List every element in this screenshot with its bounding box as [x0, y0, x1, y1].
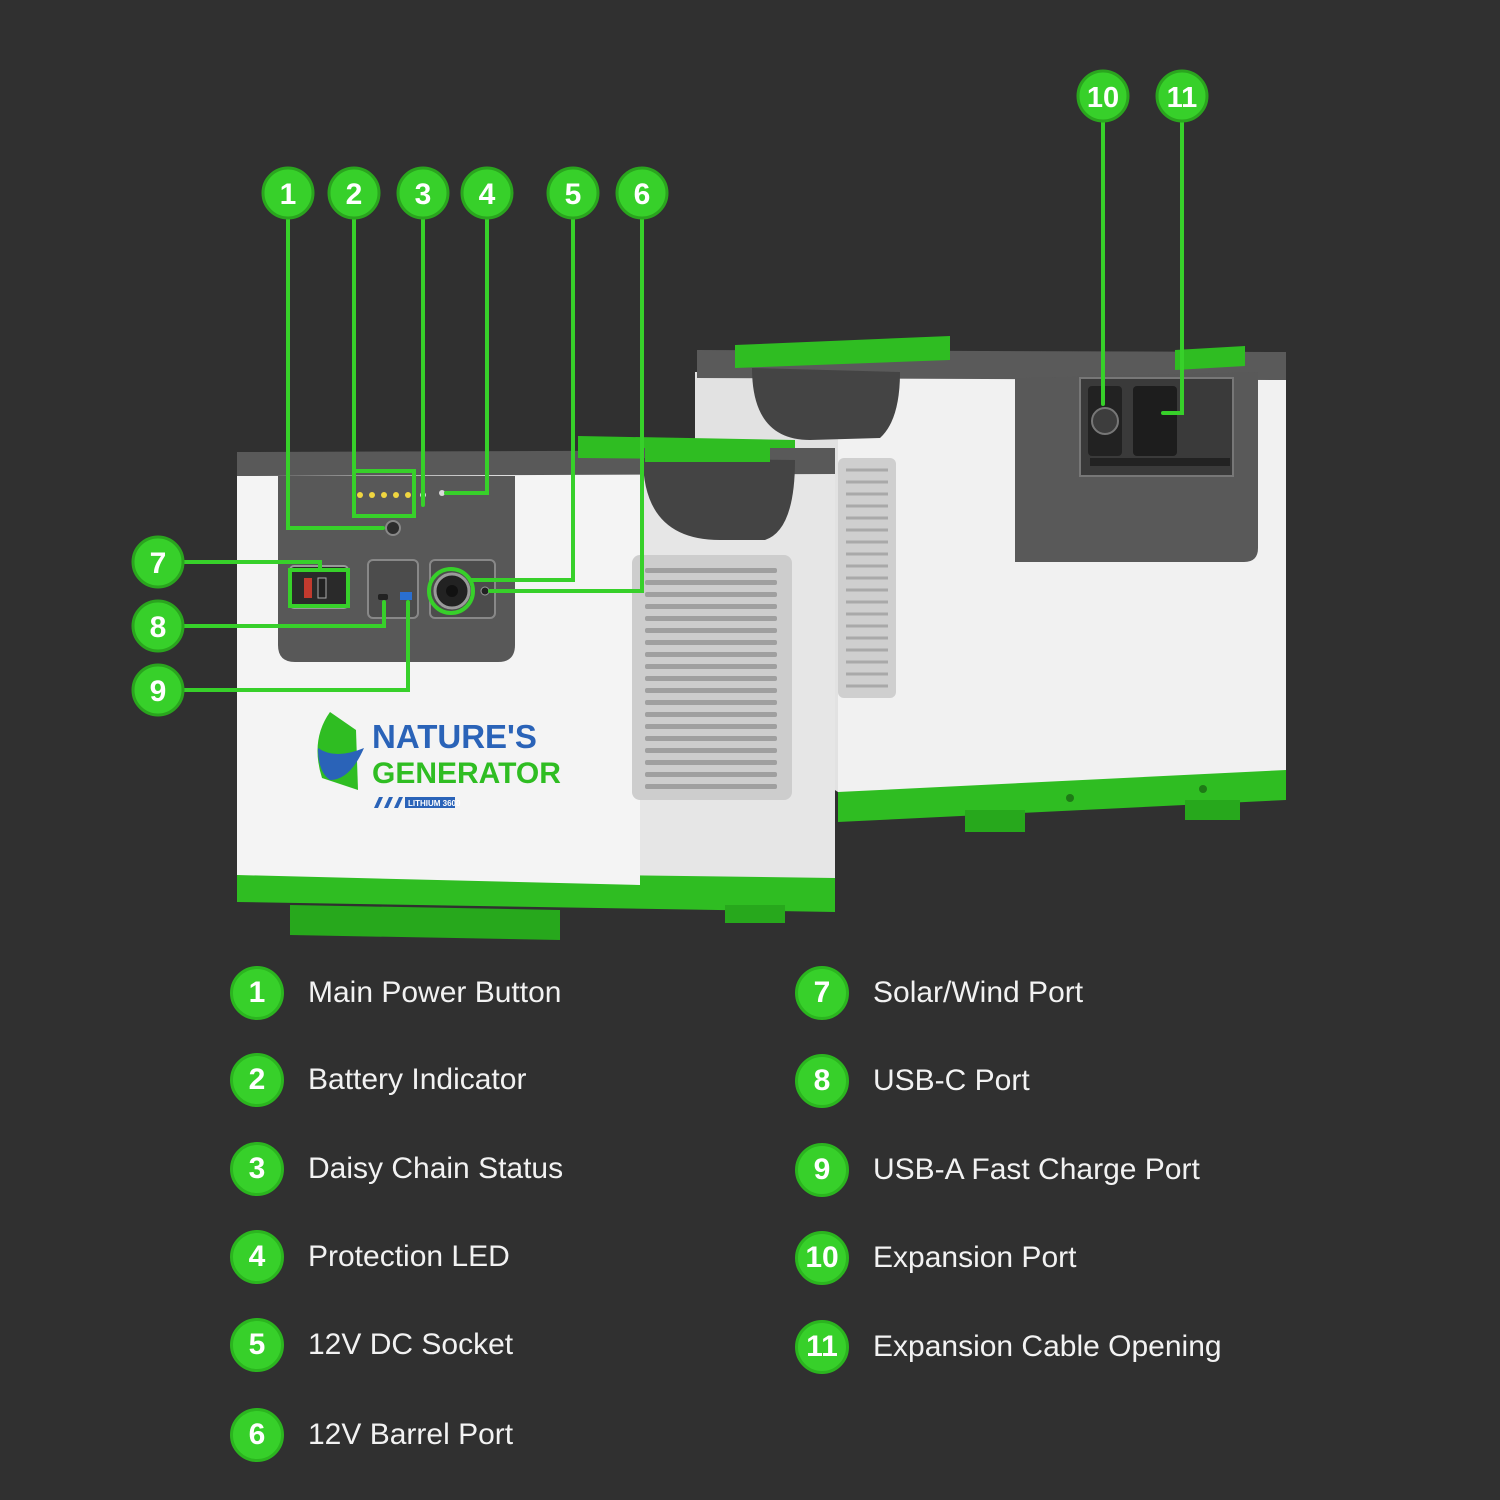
brand-line-2: GENERATOR	[372, 757, 561, 790]
callout-5-number: 5	[565, 178, 582, 211]
callout-4-number: 4	[479, 178, 496, 211]
callout-lines	[181, 118, 1184, 692]
front-unit: NATURE'S GENERATOR LITHIUM 3600	[237, 436, 835, 940]
callout-8-number: 8	[150, 611, 167, 644]
callout-9: 9	[131, 663, 185, 717]
model-badge: LITHIUM 3600	[408, 799, 461, 808]
callout-badges: 1 2 3 4 5 6 7 8	[131, 69, 1209, 717]
callout-7-number: 7	[150, 547, 167, 580]
callout-9-number: 9	[150, 675, 167, 708]
callout-10: 10	[1076, 69, 1130, 123]
callout-2-number: 2	[346, 178, 363, 211]
callout-5: 5	[546, 166, 600, 220]
callout-2: 2	[327, 166, 381, 220]
callout-11-number: 11	[1167, 82, 1198, 114]
callout-3-number: 3	[415, 178, 432, 211]
callout-6: 6	[615, 166, 669, 220]
callout-7: 7	[131, 535, 185, 589]
callout-10-number: 10	[1087, 82, 1119, 114]
callout-4: 4	[460, 166, 514, 220]
callout-3: 3	[396, 166, 450, 220]
callout-6-number: 6	[634, 178, 651, 211]
callout-8: 8	[131, 599, 185, 653]
callout-11: 11	[1155, 69, 1209, 123]
brand-line-1: NATURE'S	[372, 718, 537, 755]
callout-1-number: 1	[280, 178, 297, 211]
callout-1: 1	[261, 166, 315, 220]
